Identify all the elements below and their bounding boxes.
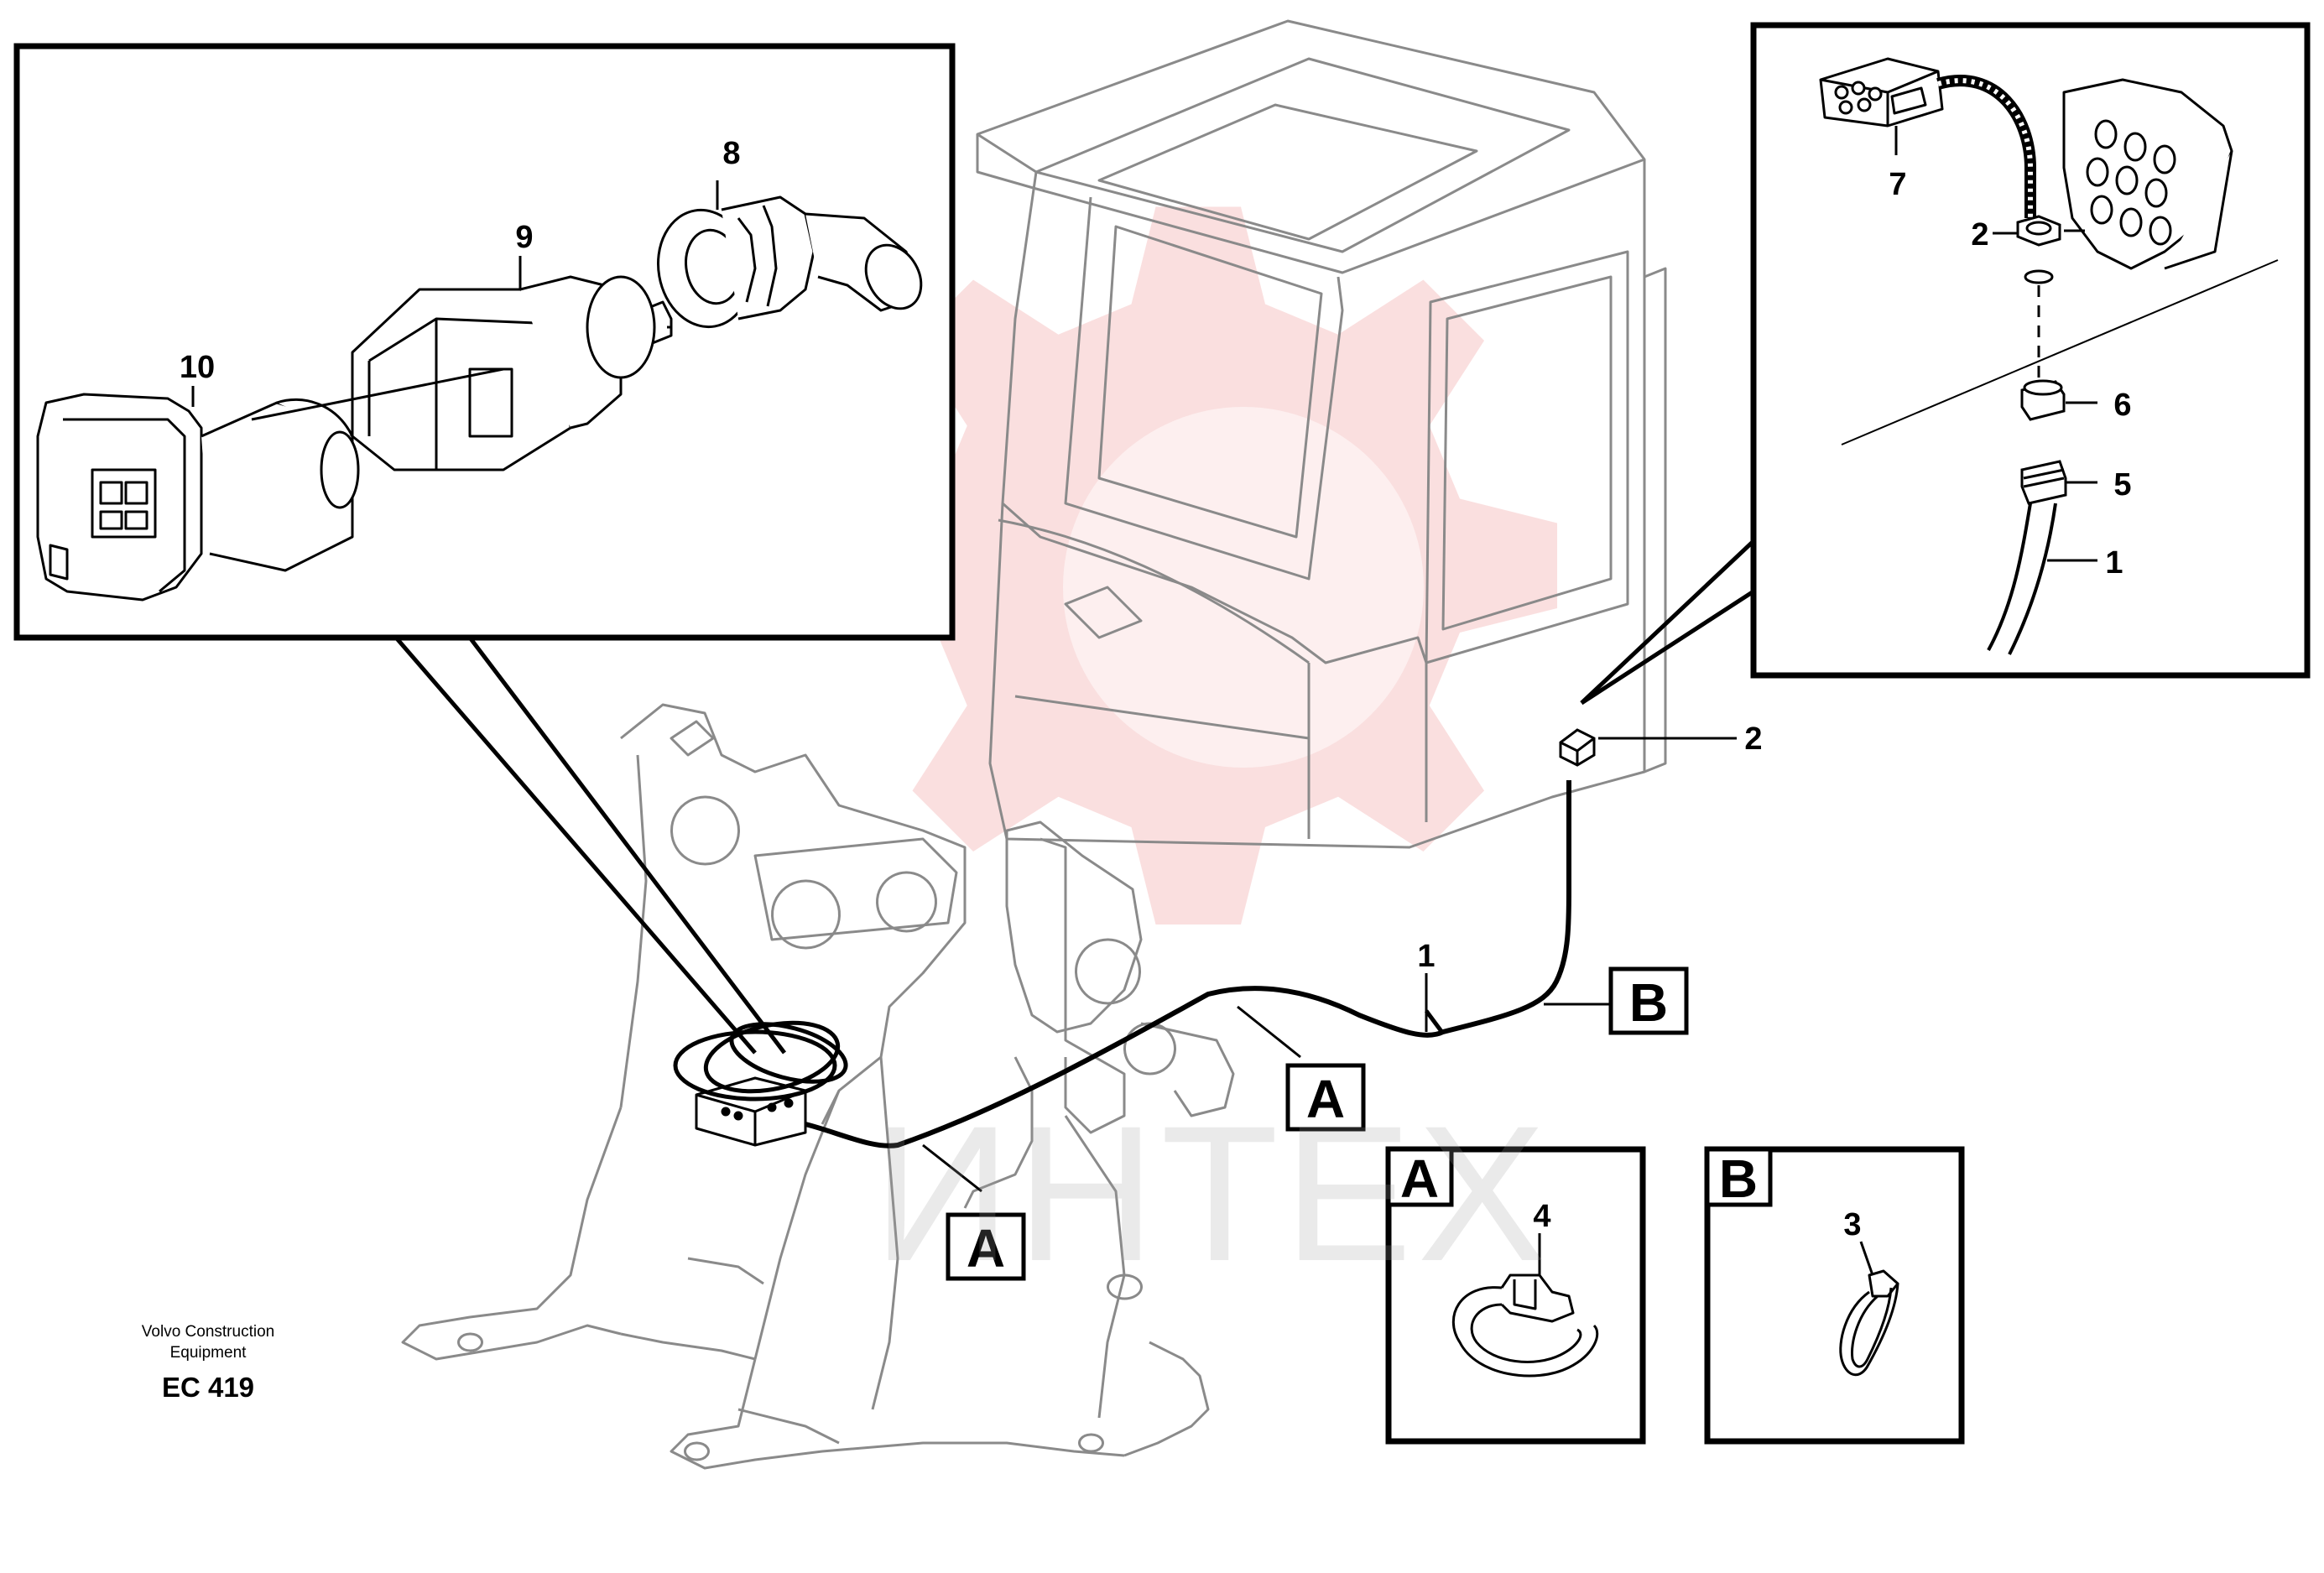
detail-a: A 4 bbox=[1385, 1146, 1646, 1445]
connector-9-part bbox=[251, 275, 673, 471]
frame-outline bbox=[401, 703, 1235, 1470]
credit-line-1: Volvo Construction bbox=[141, 1323, 275, 1341]
callout-4: 4 bbox=[1533, 1199, 1550, 1234]
watermark-gear-hole bbox=[1063, 407, 1424, 768]
fitting-6-part bbox=[2020, 379, 2066, 421]
detail-b-label: B bbox=[1719, 1148, 1758, 1209]
cable-tie-4-part bbox=[1451, 1274, 1599, 1378]
credit-line-2: Equipment bbox=[169, 1344, 247, 1362]
leader-lines bbox=[394, 539, 1755, 1055]
nut-part bbox=[1559, 728, 1596, 767]
main-cable bbox=[805, 780, 1571, 1148]
callout-7: 7 bbox=[1889, 167, 1906, 202]
connector-8-part bbox=[656, 195, 923, 329]
cable-tie-3-part bbox=[1839, 1269, 1899, 1377]
marker-a-lower-label: A bbox=[967, 1218, 1005, 1279]
callout-8: 8 bbox=[722, 136, 740, 171]
marker-a-upper: A bbox=[1285, 1063, 1366, 1132]
gland-5-part bbox=[2020, 460, 2067, 505]
inset-nut-part bbox=[2016, 215, 2061, 284]
inset-gland: 7 2 6 5 1 bbox=[1750, 22, 2311, 679]
inset-cable bbox=[1987, 503, 2032, 651]
marker-a-lower: A bbox=[946, 1212, 1026, 1281]
cable-stub bbox=[1424, 1009, 1446, 1035]
connector-7-part bbox=[1819, 57, 1944, 128]
watermark-text: ИНТЕХ bbox=[873, 1086, 1551, 1301]
callout-10: 10 bbox=[180, 350, 215, 385]
cab-outline bbox=[976, 19, 1667, 849]
callout-1-main: 1 bbox=[1417, 939, 1435, 974]
credit-block: Volvo Construction Equipment bbox=[99, 1321, 317, 1363]
callout-2-main: 2 bbox=[1744, 721, 1762, 757]
figure-code: EC 419 bbox=[161, 1372, 255, 1403]
callout-6: 6 bbox=[2113, 388, 2131, 423]
connector-10-part bbox=[36, 393, 360, 602]
detail-b: B 3 bbox=[1704, 1146, 1965, 1445]
callout-5: 5 bbox=[2113, 467, 2131, 503]
inset-connectors: 8 9 10 bbox=[13, 43, 956, 641]
callout-9: 9 bbox=[515, 220, 533, 255]
callout-leaders bbox=[922, 737, 1737, 1193]
marker-b-main: B bbox=[1608, 966, 1689, 1035]
marker-b-main-label: B bbox=[1629, 972, 1668, 1033]
detail-a-label: A bbox=[1400, 1148, 1439, 1209]
panel-part bbox=[2062, 78, 2233, 270]
callout-3: 3 bbox=[1843, 1207, 1861, 1242]
junction-box bbox=[695, 1076, 807, 1147]
callout-1-inset: 1 bbox=[2105, 545, 2123, 581]
marker-a-upper-label: A bbox=[1306, 1069, 1345, 1129]
callout-2-inset: 2 bbox=[1971, 217, 1988, 253]
watermark-gear-logo bbox=[839, 206, 1558, 925]
